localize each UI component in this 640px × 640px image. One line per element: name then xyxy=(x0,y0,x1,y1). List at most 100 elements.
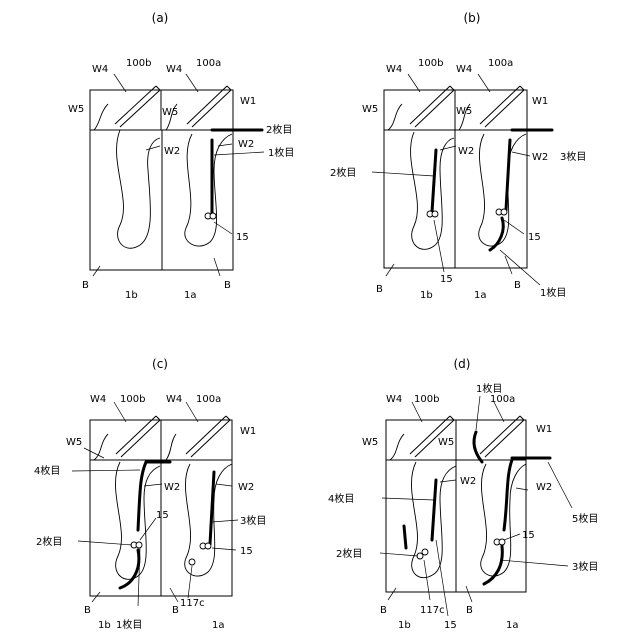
label-w1: W1 xyxy=(240,426,256,437)
label-1a: 1a xyxy=(184,290,197,301)
sheet-3 xyxy=(484,546,502,584)
label-100b: 100b xyxy=(120,394,145,405)
label-sheet-3: 3枚目 xyxy=(240,514,266,527)
needle-100a xyxy=(186,416,230,457)
panel-c-caption: (c) xyxy=(152,357,168,371)
label-b-left: B xyxy=(84,605,91,616)
label-15: 15 xyxy=(236,232,249,243)
sheet-1 xyxy=(490,218,503,250)
needle-100b xyxy=(116,416,160,457)
label-sheet-2: 2枚目 xyxy=(336,547,362,560)
label-w4-right: W4 xyxy=(456,64,472,75)
label-w5-mid: W5 xyxy=(162,107,178,118)
label-1b: 1b xyxy=(98,620,111,631)
label-w5-mid: W5 xyxy=(456,106,472,117)
label-100b: 100b xyxy=(414,394,439,405)
label-100b: 100b xyxy=(126,58,151,69)
label-sheet-4: 4枚目 xyxy=(34,464,60,477)
sheet-2 xyxy=(432,150,436,212)
label-w5-left: W5 xyxy=(362,437,378,448)
label-w5: W5 xyxy=(66,437,82,448)
needle-100b xyxy=(115,86,160,127)
needle-100a xyxy=(480,86,524,127)
needle-100a xyxy=(480,416,524,457)
label-w4-right: W4 xyxy=(166,64,182,75)
sheet-2 xyxy=(404,526,406,548)
label-w5-mid: W5 xyxy=(438,437,454,448)
label-1b: 1b xyxy=(420,290,433,301)
label-sheet-5: 5枚目 xyxy=(572,512,598,525)
label-117c: 117c xyxy=(420,605,445,616)
panel-d-caption: (d) xyxy=(454,357,471,371)
label-sheet-1: 1枚目 xyxy=(540,286,566,299)
needle-100b xyxy=(410,86,454,127)
clip-117c xyxy=(189,559,195,565)
label-1a: 1a xyxy=(212,620,225,631)
label-w2-left: W2 xyxy=(164,146,180,157)
label-w4: W4 xyxy=(386,394,402,405)
label-sheet-4: 4枚目 xyxy=(328,492,354,505)
label-w2-right: W2 xyxy=(238,482,254,493)
tray-1b xyxy=(384,130,455,268)
label-sheet-2: 2枚目 xyxy=(330,166,356,179)
label-w4-left: W4 xyxy=(90,394,106,405)
label-w5-left: W5 xyxy=(362,104,378,115)
label-100a: 100a xyxy=(488,58,513,69)
label-w1: W1 xyxy=(532,96,548,107)
label-b-left: B xyxy=(376,284,383,295)
label-100a: 100a xyxy=(490,394,515,405)
label-1a: 1a xyxy=(506,620,519,631)
tray-1b xyxy=(90,130,162,270)
sheet-2 xyxy=(120,550,139,588)
panel-d: (d) xyxy=(328,357,598,631)
label-b-right: B xyxy=(466,605,473,616)
tray-1b xyxy=(90,460,161,596)
label-sheet-3: 3枚目 xyxy=(560,150,586,163)
label-15-left: 15 xyxy=(440,274,453,285)
label-100b: 100b xyxy=(418,58,443,69)
label-sheet-1: 1枚目 xyxy=(268,146,294,159)
sheet-4 xyxy=(432,480,436,540)
label-1a: 1a xyxy=(474,290,487,301)
panel-c: (c) xyxy=(34,357,266,631)
panel-b-caption: (b) xyxy=(464,11,481,25)
label-sheet-2: 2枚目 xyxy=(266,123,292,136)
panel-a: (a) xyxy=(68,11,294,301)
label-w1: W1 xyxy=(240,96,256,107)
label-100a: 100a xyxy=(196,58,221,69)
label-15: 15 xyxy=(522,530,535,541)
label-b-left: B xyxy=(82,280,89,291)
panel-b: (b) xyxy=(330,11,586,301)
label-w2-right: W2 xyxy=(532,152,548,163)
label-sheet-2: 2枚目 xyxy=(36,535,62,548)
label-w4-left: W4 xyxy=(386,64,402,75)
label-w2-left: W2 xyxy=(458,146,474,157)
label-b-right: B xyxy=(224,280,231,291)
panel-a-caption: (a) xyxy=(152,11,169,25)
label-15-left: 15 xyxy=(156,510,169,521)
tray-1b xyxy=(386,460,456,592)
label-100a: 100a xyxy=(196,394,221,405)
label-15-right: 15 xyxy=(528,232,541,243)
label-w2-left: W2 xyxy=(460,476,476,487)
label-117c: 117c xyxy=(180,598,205,609)
label-15-right: 15 xyxy=(240,546,253,557)
label-w2-left: W2 xyxy=(164,482,180,493)
label-w1: W1 xyxy=(536,424,552,435)
label-15-bottom: 15 xyxy=(444,620,457,631)
label-sheet-3: 3枚目 xyxy=(572,560,598,573)
label-1b: 1b xyxy=(398,620,411,631)
label-sheet-1: 1枚目 xyxy=(116,618,142,631)
wire-w4-left xyxy=(94,104,108,130)
label-w2-right: W2 xyxy=(238,139,254,150)
label-1b: 1b xyxy=(125,290,138,301)
label-b-right: B xyxy=(514,280,521,291)
sheet-1 xyxy=(474,432,482,462)
label-b-right: B xyxy=(172,605,179,616)
label-w4-right: W4 xyxy=(166,394,182,405)
label-w2-right: W2 xyxy=(536,482,552,493)
needle-100a xyxy=(187,86,231,127)
label-b-left: B xyxy=(380,605,387,616)
label-w5-left: W5 xyxy=(68,104,84,115)
